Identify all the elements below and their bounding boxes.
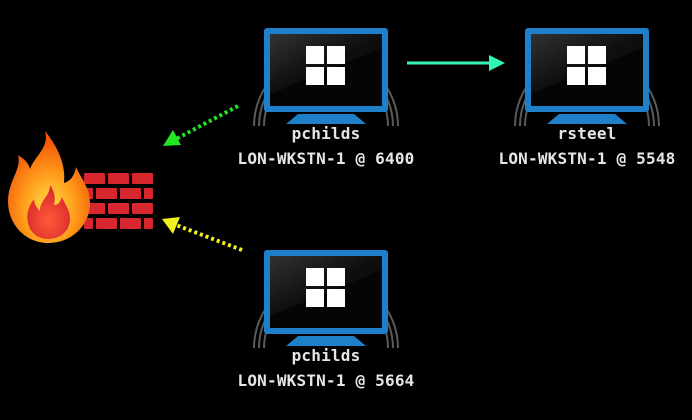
process-graph: pchilds LON-WKSTN-1 @ 6400 — [0, 0, 677, 390]
node-host-label: LON-WKSTN-1 @ 5664 — [237, 371, 415, 390]
monitor — [264, 28, 388, 124]
node-user-label: pchilds — [291, 124, 361, 143]
windows-logo-icon — [567, 46, 606, 85]
firewall-icon — [0, 125, 165, 250]
windows-workstation-icon — [253, 250, 399, 349]
node-user-label: pchilds — [291, 346, 361, 365]
monitor — [264, 250, 388, 346]
windows-workstation-icon — [514, 28, 660, 127]
windows-workstation-icon — [253, 28, 399, 127]
edge-n1-to-n2 — [407, 55, 505, 71]
flame — [8, 131, 90, 243]
windows-logo-icon — [306, 268, 345, 307]
process-node[interactable]: pchilds LON-WKSTN-1 @ 6400 — [236, 0, 416, 198]
edges-layer — [162, 55, 505, 252]
edge-n3-to-firewall — [162, 217, 243, 252]
node-host-label: LON-WKSTN-1 @ 6400 — [237, 149, 415, 168]
monitor — [525, 28, 649, 124]
brick-wall — [80, 173, 155, 237]
node-host-label: LON-WKSTN-1 @ 5548 — [498, 149, 676, 168]
process-node[interactable]: pchilds LON-WKSTN-1 @ 5664 — [236, 220, 416, 420]
process-node[interactable]: rsteel LON-WKSTN-1 @ 5548 — [497, 0, 677, 198]
windows-logo-icon — [306, 46, 345, 85]
edge-n1-to-firewall — [163, 104, 239, 146]
node-user-label: rsteel — [557, 124, 617, 143]
